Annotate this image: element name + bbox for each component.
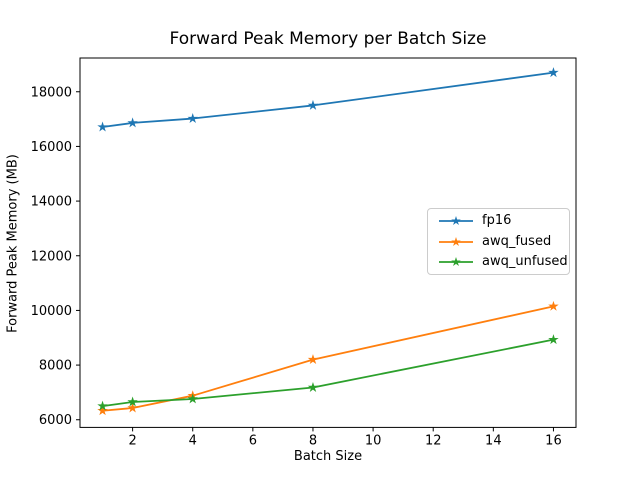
marker-fp16: [548, 67, 559, 78]
x-tick-label: 14: [485, 433, 502, 448]
legend-star-marker-icon: [451, 236, 461, 246]
marker-awq_fused: [127, 402, 138, 413]
x-tick-label: 16: [545, 433, 562, 448]
legend-label: fp16: [482, 212, 512, 228]
y-tick-label: 16000: [31, 140, 72, 155]
legend-item-fp16: fp16: [428, 211, 569, 231]
marker-awq_fused: [307, 354, 319, 365]
marker-awq_unfused: [548, 334, 559, 345]
y-tick-label: 14000: [31, 195, 72, 210]
legend-line-sample: [439, 236, 473, 246]
x-tick-label: 10: [365, 433, 382, 448]
legend-line-sample: [439, 257, 473, 267]
marker-fp16: [187, 113, 198, 123]
marker-fp16: [307, 99, 319, 110]
legend-line-sample: [439, 215, 473, 225]
marker-awq_unfused: [307, 381, 319, 392]
legend-item-awq_unfused: awq_unfused: [428, 252, 569, 272]
y-axis-label: Forward Peak Memory (MB): [5, 154, 21, 333]
x-tick-label: 2: [128, 433, 136, 448]
legend-label: awq_unfused: [482, 254, 568, 270]
x-tick-label: 8: [309, 433, 317, 448]
marker-fp16: [127, 117, 138, 128]
y-tick-label: 12000: [31, 249, 72, 264]
marker-awq_fused: [548, 300, 559, 311]
chart-title: Forward Peak Memory per Batch Size: [169, 29, 487, 49]
legend: fp16 awq_fused awq_unfused: [427, 208, 570, 275]
marker-awq_unfused: [187, 393, 198, 404]
x-tick-label: 12: [425, 433, 442, 448]
marker-awq_unfused: [97, 400, 108, 411]
y-tick-label: 6000: [39, 413, 72, 428]
y-tick-label: 18000: [31, 85, 72, 100]
x-tick-label: 4: [189, 433, 197, 448]
series-line-awq_fused: [102, 305, 554, 412]
series-line-awq_unfused: [102, 338, 554, 407]
legend-star-marker-icon: [451, 215, 461, 225]
marker-awq_fused: [97, 405, 108, 416]
series-line-fp16: [102, 71, 554, 128]
marker-awq_unfused: [127, 396, 138, 407]
legend-item-awq_fused: awq_fused: [428, 232, 569, 252]
y-tick-label: 10000: [31, 304, 72, 319]
legend-label: awq_fused: [482, 233, 552, 249]
y-tick-label: 8000: [39, 359, 72, 374]
legend-star-marker-icon: [451, 257, 461, 267]
marker-fp16: [97, 121, 108, 132]
plot-frame: [79, 57, 577, 428]
x-axis-label: Batch Size: [293, 449, 363, 464]
x-tick-label: 6: [249, 433, 257, 448]
